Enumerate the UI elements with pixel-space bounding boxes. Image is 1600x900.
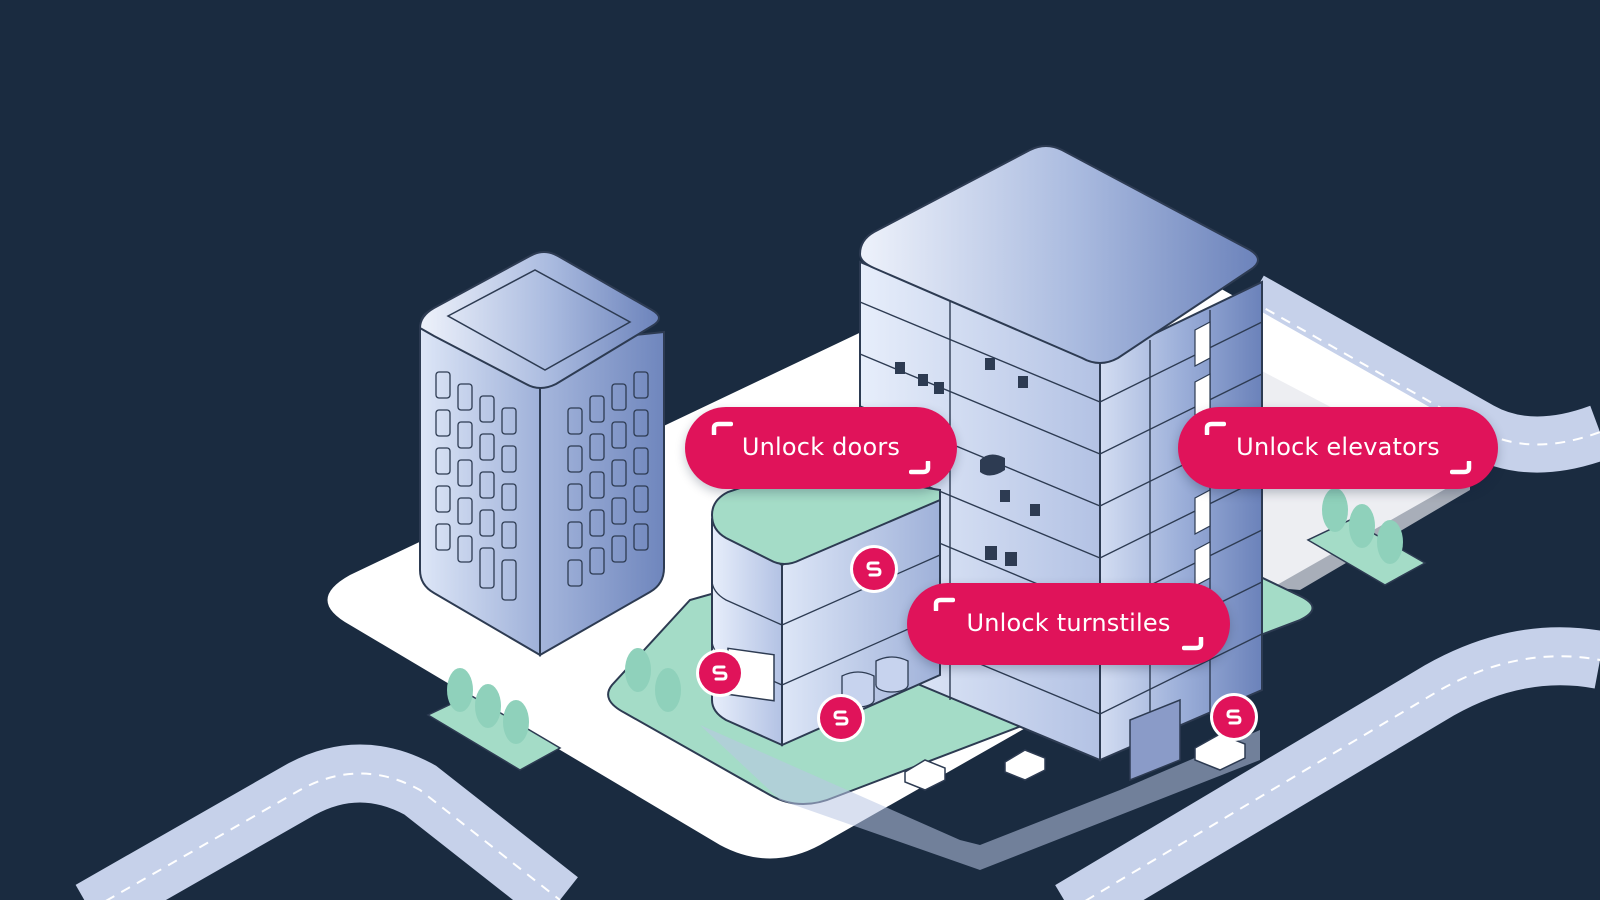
bracket-corner-icon [933,597,955,611]
access-reader-icon [699,652,741,694]
access-reader-icon [853,548,895,590]
parked-cars [904,733,1246,791]
access-reader-icon [1213,696,1255,738]
bracket-corner-icon [1450,461,1472,475]
bracket-corner-icon [711,421,733,435]
small-office-building [418,251,665,657]
unlock-elevators-callout: Unlock elevators [1178,407,1498,489]
tree-cluster-left [426,668,562,771]
unlock-doors-label: Unlock doors [741,433,901,461]
tree-cluster-plaza [625,648,681,712]
access-reader-icon [820,697,862,739]
tree-cluster-right [1306,488,1427,586]
bracket-corner-icon [1204,421,1226,435]
bracket-corner-icon [909,461,931,475]
unlock-elevators-label: Unlock elevators [1236,433,1440,461]
unlock-turnstiles-callout: Unlock turnstiles [907,583,1230,665]
unlock-turnstiles-label: Unlock turnstiles [966,609,1171,637]
bracket-corner-icon [1182,637,1204,651]
unlock-doors-callout: Unlock doors [685,407,957,489]
